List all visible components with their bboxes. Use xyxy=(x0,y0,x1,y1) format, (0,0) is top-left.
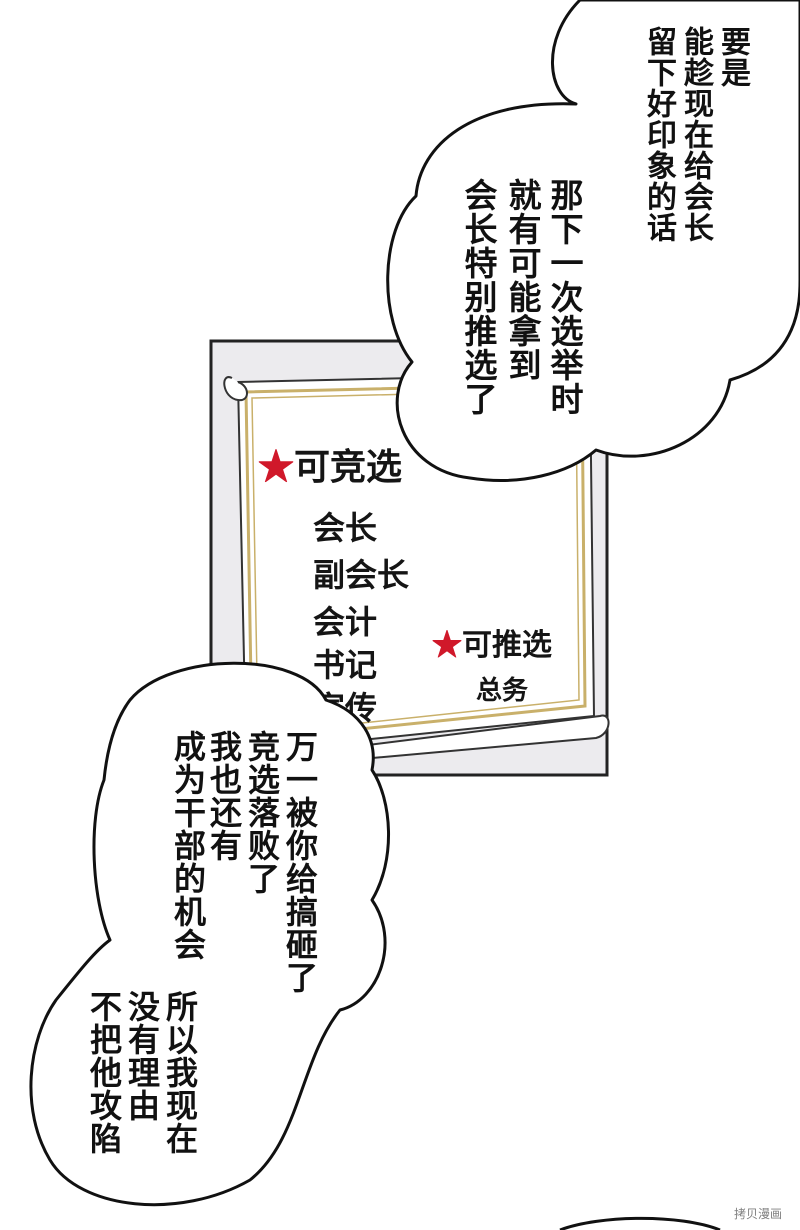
watermark: 拷贝漫画 xyxy=(733,1207,782,1221)
star-icon: ★ xyxy=(432,628,462,663)
position-item: 会计 xyxy=(313,603,378,641)
scroll-curl-top xyxy=(223,376,248,402)
bottom-speech-bubble xyxy=(29,661,390,1207)
bottom-bubble-line: 成为干部的机会 xyxy=(169,730,207,961)
position-item: 书记 xyxy=(313,646,378,684)
position-item: 副会长 xyxy=(313,556,410,594)
candidate-heading: ★可竞选 xyxy=(258,438,402,490)
candidate-heading-text: 可竞选 xyxy=(294,446,403,488)
recommend-heading: ★可推选 xyxy=(432,620,552,664)
top-bubble-line: 会长特别推选了 xyxy=(459,178,498,416)
next-bubble-edge xyxy=(559,1216,721,1230)
bottom-bubble-line: 我也还有 xyxy=(205,730,243,862)
bottom-bubble-line: 万一被你给搞砸了 xyxy=(281,730,319,994)
top-bubble-line: 要是 xyxy=(715,26,750,88)
top-bubble-line: 就有可能拿到 xyxy=(503,178,542,382)
bottom-bubble-line: 所以我现在 xyxy=(161,990,199,1155)
top-bubble-line: 那下一次选举时 xyxy=(545,178,584,416)
top-speech-bubble xyxy=(386,0,800,482)
recommend-item: 总务 xyxy=(476,676,529,706)
bottom-bubble-line: 竞选落败了 xyxy=(243,730,281,895)
top-bubble-line: 能趁现在给会长 xyxy=(678,26,713,243)
position-item: 会长 xyxy=(313,509,378,547)
bottom-bubble-line: 不把他攻陷 xyxy=(85,990,123,1155)
star-icon: ★ xyxy=(258,446,295,488)
recommend-heading-text: 可推选 xyxy=(462,628,552,663)
top-bubble-line: 留下好印象的话 xyxy=(641,26,676,243)
bottom-bubble-line: 没有理由 xyxy=(123,990,161,1122)
